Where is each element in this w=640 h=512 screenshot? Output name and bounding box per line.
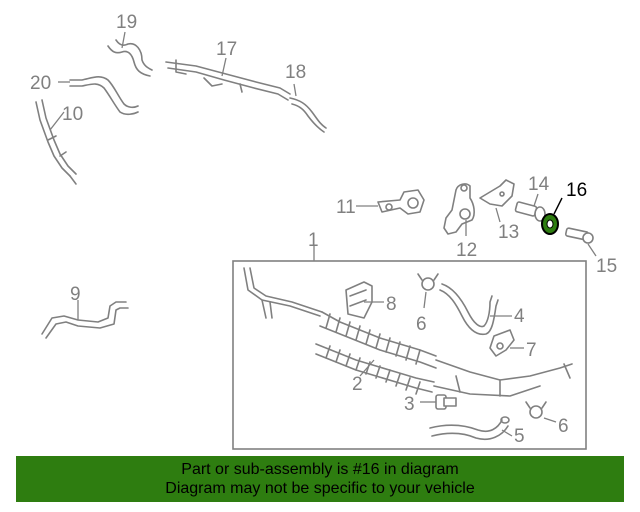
callout-3: 3 (404, 394, 415, 415)
part-17-bracket (165, 57, 291, 101)
part-13-bracket (479, 179, 515, 223)
part-12-bracket (443, 183, 475, 236)
callout-7: 7 (526, 340, 537, 361)
callout-12: 12 (456, 240, 477, 261)
part-7-clip (489, 329, 524, 357)
callout-8: 8 (386, 294, 397, 315)
callout-5: 5 (514, 426, 525, 447)
callout-16: 16 (566, 180, 587, 201)
part-15-bolt (564, 227, 597, 257)
part-10-tube (35, 99, 77, 185)
part-9-tube (41, 300, 129, 339)
callout-18: 18 (285, 62, 306, 83)
part-19-hose (107, 31, 153, 77)
callout-14: 14 (528, 174, 550, 195)
callout-15: 15 (596, 256, 617, 277)
part-20-hose (58, 76, 139, 116)
callout-20: 20 (30, 73, 51, 94)
part-4-hose (439, 283, 512, 336)
part-6-clamp-lower (525, 401, 557, 423)
part-6-clamp-upper (417, 273, 439, 309)
info-banner: Part or sub-assembly is #16 in diagram D… (16, 456, 624, 502)
part-18-hose (289, 83, 327, 133)
callout-4: 4 (514, 306, 525, 327)
callout-11: 11 (336, 197, 356, 218)
callout-6-lower: 6 (558, 416, 569, 437)
part-2-cooler (243, 267, 573, 397)
callout-19: 19 (116, 12, 137, 33)
part-11-bracket (356, 189, 425, 215)
banner-line-2: Diagram may not be specific to your vehi… (165, 480, 475, 497)
part-5-hose (429, 416, 513, 441)
part-3-bolt (420, 394, 457, 410)
callout-6-upper: 6 (416, 314, 427, 335)
callout-9: 9 (70, 284, 81, 305)
callout-17: 17 (216, 39, 237, 60)
part-1-assembly-box (232, 246, 587, 450)
banner-line-1: Part or sub-assembly is #16 in diagram (181, 461, 459, 478)
callout-13: 13 (498, 222, 519, 243)
callout-10: 10 (62, 104, 83, 125)
callout-2: 2 (352, 374, 363, 395)
part-8-bracket (345, 281, 384, 319)
part-16-grommet (541, 197, 563, 235)
part-14-bolt (514, 193, 546, 222)
callout-1: 1 (308, 230, 319, 251)
